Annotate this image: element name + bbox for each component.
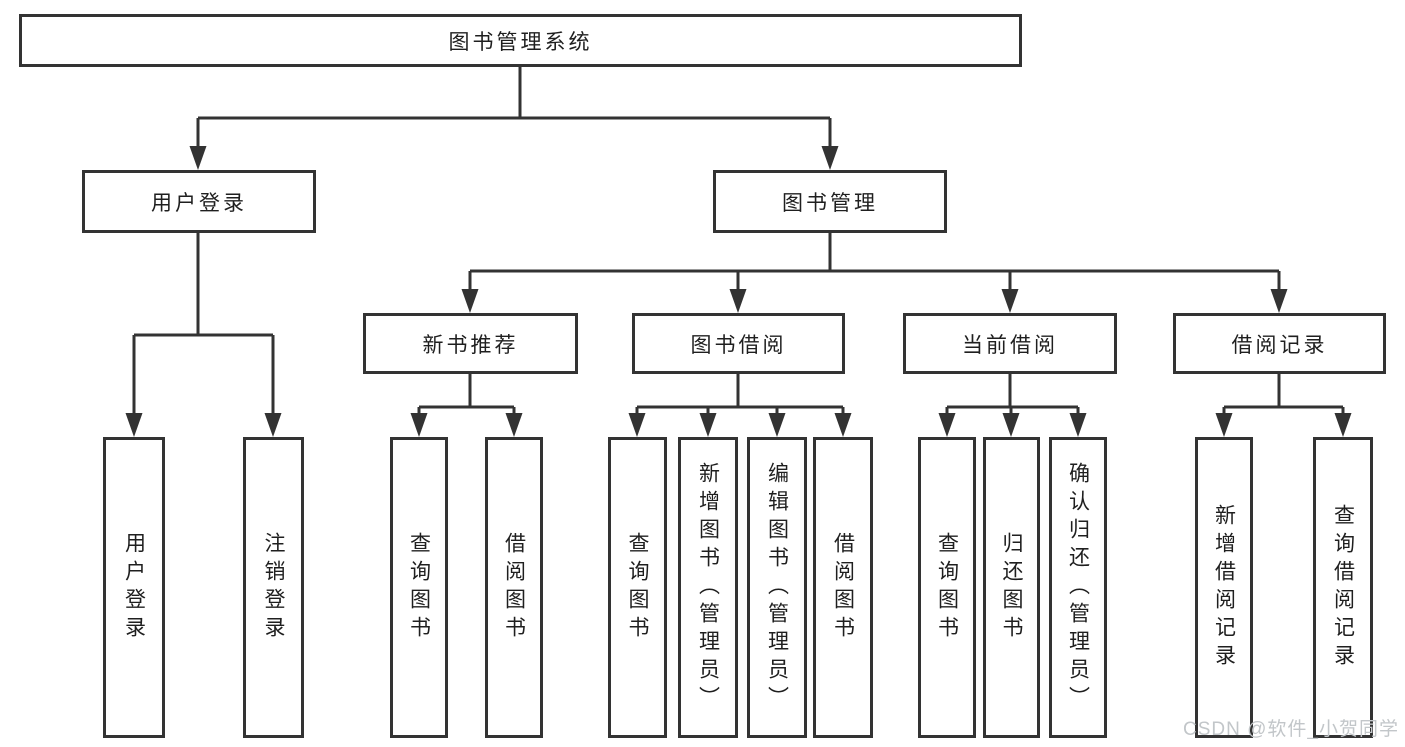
connector-user-login-to-leaves — [125, 233, 282, 437]
leaf-return-books: 归还图书 — [983, 437, 1040, 738]
leaf-edit-books-admin-label: 编辑图书（管理员） — [765, 461, 789, 714]
connector-book-borrow-to-leaves — [628, 374, 852, 437]
connector-current-borrow-to-leaves — [938, 374, 1087, 437]
node-current-borrow: 当前借阅 — [903, 313, 1117, 374]
leaf-recommend-borrow-books-label: 借阅图书 — [502, 531, 526, 644]
node-library-management-system: 图书管理系统 — [19, 14, 1022, 67]
leaf-add-books-admin-label: 新增图书（管理员） — [696, 461, 720, 714]
leaf-confirm-return-admin-label: 确认归还（管理员） — [1066, 461, 1090, 714]
leaf-current-query-books: 查询图书 — [918, 437, 976, 738]
leaf-add-books-admin: 新增图书（管理员） — [678, 437, 738, 738]
leaf-recommend-query-books: 查询图书 — [390, 437, 448, 738]
leaf-logout: 注销登录 — [243, 437, 304, 738]
leaf-query-borrow-record: 查询借阅记录 — [1313, 437, 1373, 738]
node-book-borrow: 图书借阅 — [632, 313, 845, 374]
leaf-recommend-query-books-label: 查询图书 — [407, 531, 431, 644]
watermark-text: CSDN @软件_小贺同学 — [1183, 719, 1399, 740]
leaf-user-login-label: 用户登录 — [122, 531, 146, 644]
leaf-borrow-query-books-label: 查询图书 — [626, 531, 650, 644]
leaf-recommend-borrow-books: 借阅图书 — [485, 437, 543, 738]
node-user-login-label: 用户登录 — [151, 191, 247, 215]
leaf-confirm-return-admin: 确认归还（管理员） — [1049, 437, 1107, 738]
node-book-borrow-label: 图书借阅 — [690, 333, 787, 357]
connector-book-management-to-level3 — [461, 233, 1288, 313]
node-new-book-recommend-label: 新书推荐 — [422, 333, 519, 357]
leaf-return-books-label: 归还图书 — [1000, 531, 1024, 644]
leaf-borrow-books: 借阅图书 — [813, 437, 873, 738]
leaf-borrow-books-label: 借阅图书 — [831, 531, 855, 644]
node-library-management-system-label: 图书管理系统 — [448, 30, 593, 54]
node-new-book-recommend: 新书推荐 — [363, 313, 578, 374]
leaf-logout-label: 注销登录 — [262, 531, 286, 644]
node-user-login: 用户登录 — [82, 170, 316, 233]
node-borrow-records-label: 借阅记录 — [1231, 333, 1328, 357]
connector-new-book-recommend-to-leaves — [410, 374, 523, 437]
leaf-add-borrow-record: 新增借阅记录 — [1195, 437, 1253, 738]
leaf-add-borrow-record-label: 新增借阅记录 — [1212, 503, 1236, 672]
leaf-user-login: 用户登录 — [103, 437, 165, 738]
leaf-edit-books-admin: 编辑图书（管理员） — [747, 437, 807, 738]
connector-root-to-level2 — [189, 67, 839, 170]
leaf-current-query-books-label: 查询图书 — [935, 531, 959, 644]
connector-borrow-records-to-leaves — [1215, 374, 1352, 437]
node-borrow-records: 借阅记录 — [1173, 313, 1386, 374]
node-book-management: 图书管理 — [713, 170, 947, 233]
leaf-borrow-query-books: 查询图书 — [608, 437, 667, 738]
leaf-query-borrow-record-label: 查询借阅记录 — [1331, 503, 1355, 672]
node-book-management-label: 图书管理 — [782, 191, 878, 215]
node-current-borrow-label: 当前借阅 — [962, 333, 1058, 357]
